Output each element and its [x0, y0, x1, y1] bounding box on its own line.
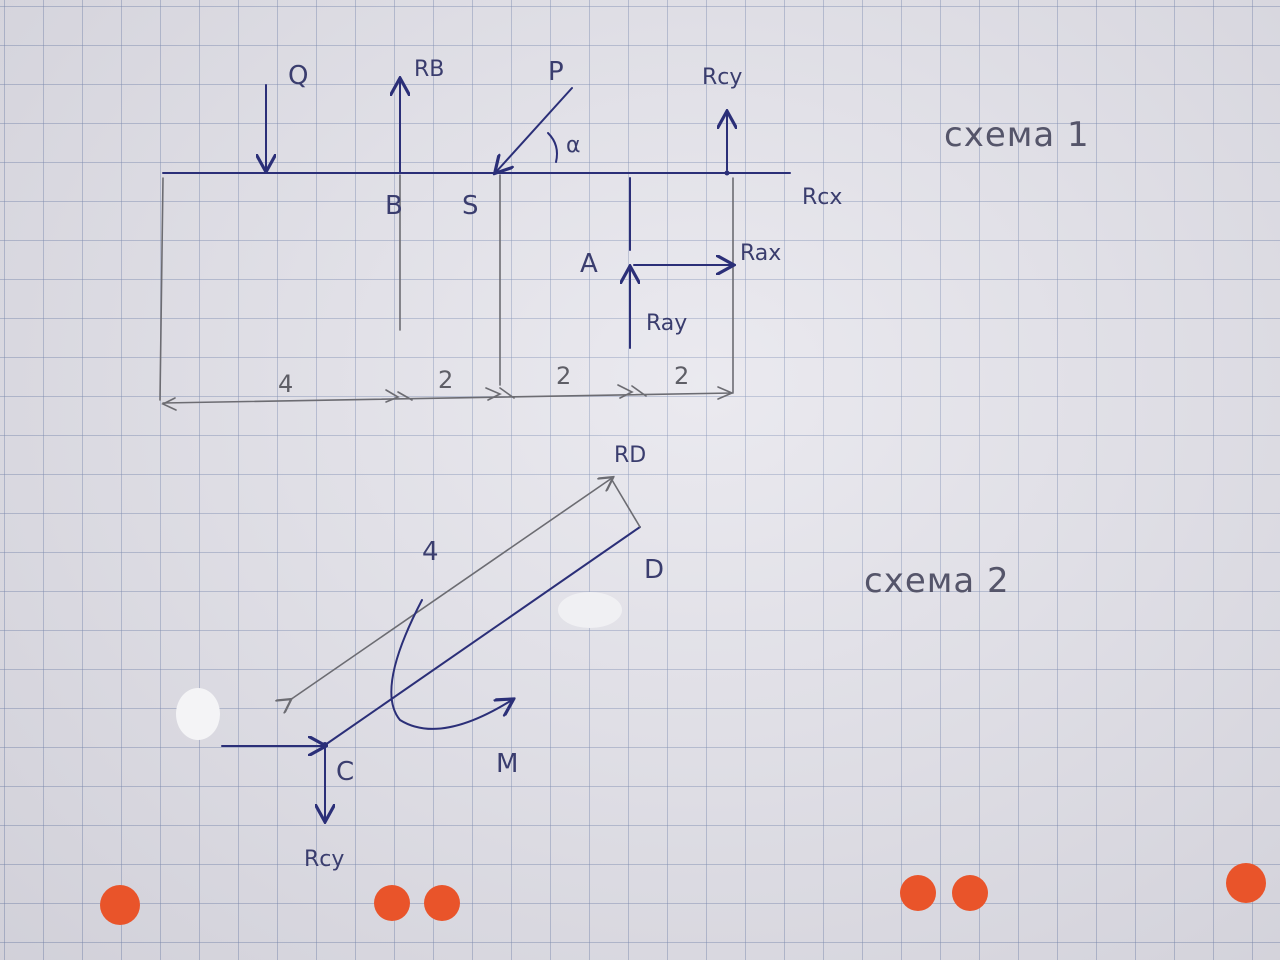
- dim-tick-A: [617, 384, 647, 399]
- correction-mark-1: [176, 688, 220, 740]
- dim-tick-S: [485, 387, 515, 401]
- label-RB: RB: [414, 57, 444, 82]
- scheme-2-title: схема 2: [864, 561, 1010, 601]
- binder-dot-3: [424, 885, 460, 921]
- dim-tick-left: [161, 397, 177, 411]
- label-S: S: [462, 191, 479, 221]
- frame-left-post: [159, 177, 164, 401]
- label-B: B: [385, 191, 403, 221]
- dim-label-4: 2: [674, 362, 689, 390]
- label-Rax: Rax: [740, 241, 781, 266]
- dimension-baseline: [162, 392, 734, 404]
- label-length: 4: [422, 537, 439, 567]
- dimension-length-4: [290, 478, 612, 700]
- binder-dot-4: [900, 875, 936, 911]
- label-M: M: [496, 749, 518, 779]
- binder-dot-6: [1226, 863, 1266, 903]
- scheme-1-title: схема 1: [944, 115, 1090, 155]
- hinge-C-point: [724, 170, 730, 176]
- force-P-arrow: [496, 87, 573, 172]
- label-Rcy: Rcy: [702, 65, 742, 90]
- label-Rcy-2: Rcy: [304, 847, 344, 872]
- bar-CD: [324, 526, 641, 746]
- dim-label-2: 2: [438, 366, 453, 394]
- label-Q: Q: [288, 61, 308, 91]
- label-P: P: [548, 57, 564, 87]
- correction-mark-2: [558, 592, 622, 628]
- label-Rcx: Rcx: [802, 185, 842, 210]
- label-C: C: [336, 757, 354, 787]
- bar-end-D: [611, 479, 641, 528]
- label-Ray: Ray: [646, 311, 687, 336]
- scheme-2-diagram: RD D C M Rcy 4 схема 2: [221, 443, 1010, 872]
- binder-dots: [100, 863, 1266, 925]
- label-D: D: [644, 555, 664, 585]
- label-RD: RD: [614, 443, 646, 468]
- binder-dot-2: [374, 885, 410, 921]
- moment-M-arrow: [390, 599, 512, 730]
- angle-alpha-arc: [547, 132, 558, 163]
- label-A: A: [580, 249, 598, 279]
- hinge-C-point-2: [322, 742, 328, 748]
- binder-dot-5: [952, 875, 988, 911]
- dim-tick-right: [717, 386, 735, 400]
- dim-label-1: 4: [278, 370, 293, 398]
- dim-label-3: 2: [556, 362, 571, 390]
- binder-dot-1: [100, 885, 140, 925]
- scheme-1-diagram: Q RB P α Rcy Rcx B S A Rax Ray 4 2 2 2 с…: [159, 57, 1090, 411]
- label-alpha: α: [566, 133, 581, 158]
- dim-tick-B: [385, 389, 413, 403]
